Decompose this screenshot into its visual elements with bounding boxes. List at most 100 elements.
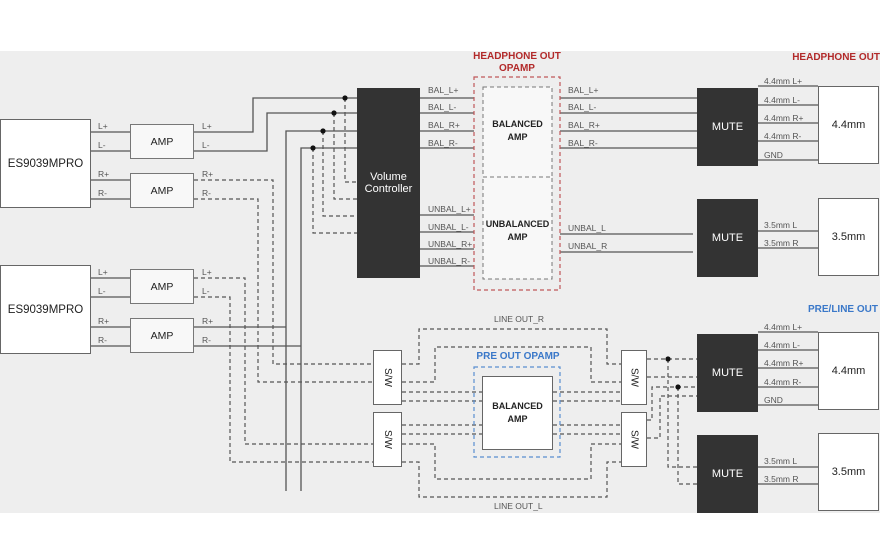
block-diagram-canvas: HEADPHONE OUT OPAMP HEADPHONE OUT PRE/LI… [0, 51, 880, 513]
pin-label: UNBAL_R+ [428, 239, 473, 249]
mute-44-wires [758, 85, 818, 161]
dash-unbal-r-minus [312, 148, 357, 234]
pin-label: 4.4mm R+ [764, 113, 804, 123]
opamp-bal-out-wires [560, 97, 697, 149]
dac-block-1: ES9039MPRO [0, 119, 91, 208]
pin-label: BAL_R+ [568, 120, 600, 130]
solid-wires [90, 85, 818, 491]
junction-dot [310, 145, 316, 151]
dash-line-out-l-outer [402, 461, 621, 498]
pin-label: 4.4mm R- [764, 377, 802, 387]
wire-r-plus-vc [285, 130, 357, 491]
pin-label: R+ [202, 316, 214, 326]
pin-label: BAL_L+ [428, 85, 459, 95]
junction-dot [320, 128, 326, 134]
pin-label: R- [202, 335, 211, 345]
pin-label: L- [202, 286, 210, 296]
junction-dot [665, 356, 671, 362]
pin-label: L- [98, 286, 106, 296]
jack-44mm-pre: 4.4mm [818, 332, 879, 410]
pin-label: 3.5mm L [764, 220, 798, 230]
pin-label: BAL_R- [568, 138, 598, 148]
wires-layer [90, 76, 818, 498]
switch-2: S/W [373, 412, 402, 467]
pin-label: BAL_L- [428, 102, 457, 112]
switch-3: S/W [621, 350, 647, 405]
dash-unbal-l-minus [333, 113, 357, 200]
pin-label: BAL_L+ [568, 85, 599, 95]
pin-label: L+ [98, 121, 108, 131]
switch-1: S/W [373, 350, 402, 405]
junction-dots [310, 95, 681, 390]
mute-block-pre-44: MUTE [697, 334, 758, 412]
pin-label: 4.4mm R- [764, 131, 802, 141]
dash-r-minus-sw [194, 198, 373, 383]
pin-label: GND [764, 150, 783, 160]
wire-l-plus [194, 97, 357, 133]
pin-label: BAL_R- [428, 138, 458, 148]
mute-44-pre-wires [758, 331, 818, 406]
pin-label: 4.4mm L+ [764, 76, 803, 86]
pre-line-out-title: PRE/LINE OUT [807, 304, 878, 315]
pin-label: L+ [202, 267, 212, 277]
pin-label: UNBAL_L- [428, 222, 469, 232]
pre-out-opamp-title: PRE OUT OPAMP [476, 351, 560, 362]
pre-balanced-amp-block: BALANCED AMP [482, 376, 553, 450]
pin-label: UNBAL_R [568, 241, 608, 251]
jack-44mm-headphone: 4.4mm [818, 86, 879, 164]
dac-block-2: ES9039MPRO [0, 265, 91, 354]
dac2-to-amp-wires [90, 277, 130, 347]
dash-sw4-mute-2 [647, 395, 697, 439]
unbalanced-amp-label: UNBALANCED AMP [485, 219, 550, 242]
mute-35-wires [758, 230, 818, 249]
pin-label: L- [98, 140, 106, 150]
pin-label: 3.5mm R [764, 474, 799, 484]
pin-label: R+ [202, 169, 214, 179]
dash-to-mute35-l [667, 359, 697, 468]
pin-label: R- [202, 188, 211, 198]
mute-block-hp-35: MUTE [697, 199, 758, 277]
dash-sw4-mute-1 [647, 386, 697, 421]
pin-label: 4.4mm L+ [764, 322, 803, 332]
wire-r-minus-vc [300, 147, 357, 491]
jack-35mm-headphone: 3.5mm [818, 198, 879, 276]
wire-l-minus [194, 112, 357, 152]
switch-4: S/W [621, 412, 647, 467]
dash-l-minus-sw [194, 296, 373, 463]
opamp-unbal-out-wires [560, 233, 693, 253]
pin-label: 4.4mm L- [764, 340, 800, 350]
headphone-opamp-region [473, 76, 561, 291]
dash-to-mute35-r [677, 387, 697, 485]
pin-label: 3.5mm R [764, 238, 799, 248]
pin-label: GND [764, 395, 783, 405]
amp-block-3: AMP [130, 269, 194, 304]
line-out-r-label: LINE OUT_R [494, 314, 545, 324]
jack-35mm-pre: 3.5mm [818, 433, 879, 511]
dash-sw2-to-preamp [402, 424, 482, 435]
headphone-out-title: HEADPHONE OUT [792, 52, 880, 63]
mute-block-pre-35: MUTE [697, 435, 758, 513]
pin-label: L+ [98, 267, 108, 277]
dash-line-out-r-outer [402, 328, 621, 365]
unbalanced-amp-region [482, 176, 553, 280]
pin-label: BAL_R+ [428, 120, 460, 130]
pin-label: 4.4mm R+ [764, 358, 804, 368]
pin-label: BAL_L- [568, 102, 597, 112]
pin-label: R+ [98, 316, 110, 326]
pin-label: R+ [98, 169, 110, 179]
junction-dot [675, 384, 681, 390]
amp-block-1: AMP [130, 124, 194, 159]
dash-l-plus-sw [194, 277, 373, 445]
dash-preamp-to-sw3 [553, 391, 621, 402]
dac1-to-amp-wires [90, 131, 130, 200]
dash-sw1-to-preamp [402, 391, 482, 402]
amp-block-4: AMP [130, 318, 194, 353]
pin-label: R- [98, 188, 107, 198]
pin-label: UNBAL_R- [428, 256, 471, 266]
vc-bal-wires [420, 97, 474, 149]
pin-label: 3.5mm L [764, 456, 798, 466]
amp-block-2: AMP [130, 173, 194, 208]
mute-35-pre-wires [758, 466, 818, 485]
balanced-amp-region [482, 86, 553, 178]
junction-dot [331, 110, 337, 116]
